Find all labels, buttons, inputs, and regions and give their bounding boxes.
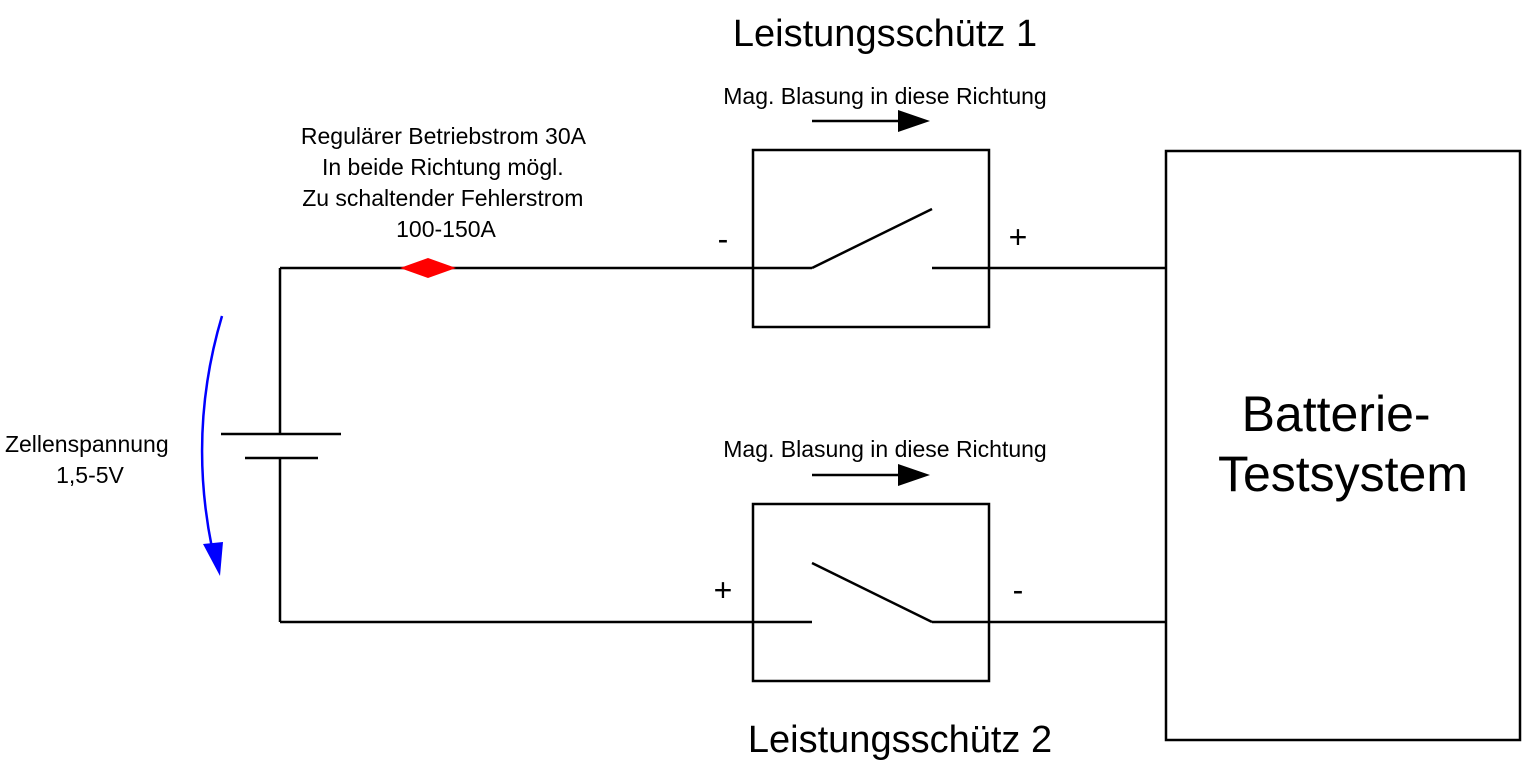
battery-test-system: Batterie- Testsystem <box>1164 149 1522 742</box>
contactor-1-switch-blade <box>811 207 933 270</box>
battery-cell-symbol <box>221 432 341 460</box>
contactor-2-left-sign: + <box>714 572 733 608</box>
contactor-1-arrow-icon <box>898 110 930 132</box>
current-marker-icon <box>400 258 456 278</box>
cell-voltage-label: Zellenspannung 1,5-5V <box>5 431 175 488</box>
contactor-2-switch-blade <box>811 561 933 624</box>
contactor-1-right-sign: + <box>1009 219 1028 255</box>
contactor-1-arrow-label: Mag. Blasung in diese Richtung <box>723 83 1046 109</box>
current-note: Regulärer Betriebstrom 30A In beide Rich… <box>301 123 591 242</box>
contactor-2-right-sign: - <box>1013 572 1024 608</box>
contactor-1-box <box>751 148 991 329</box>
contactor-2: Mag. Blasung in diese Richtung + - Leist… <box>714 436 1052 761</box>
contactor-2-arrow-icon <box>898 464 930 486</box>
wiring <box>278 266 1166 624</box>
contactor-1: Leistungsschütz 1 Mag. Blasung in diese … <box>718 13 1047 329</box>
voltage-arrowhead <box>203 542 223 576</box>
voltage-arrow <box>200 315 224 576</box>
contactor-1-left-sign: - <box>718 221 729 257</box>
voltage-arrow-curve <box>200 315 224 549</box>
contactor-2-arrow-label: Mag. Blasung in diese Richtung <box>723 436 1046 462</box>
contactor-2-title: Leistungsschütz 2 <box>748 719 1052 761</box>
contactor-1-title: Leistungsschütz 1 <box>733 13 1037 55</box>
battery-test-system-label: Batterie- Testsystem <box>1218 386 1468 502</box>
battery-test-system-box <box>1164 149 1522 742</box>
contactor-2-box <box>751 502 991 683</box>
